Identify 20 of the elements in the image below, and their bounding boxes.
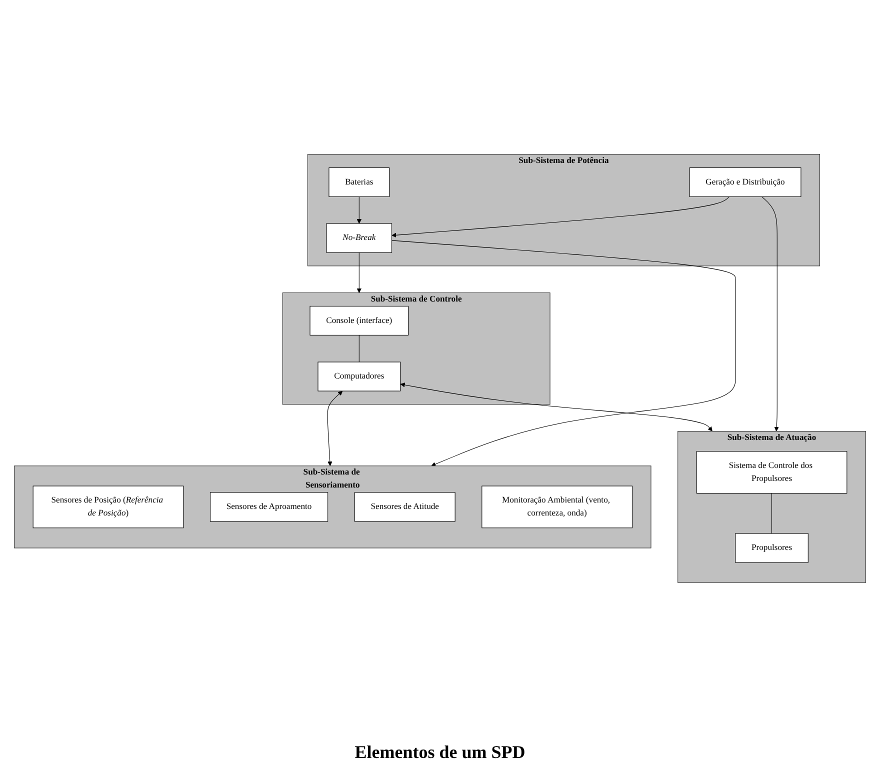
node-box: Monitoração Ambiental (vento, correnteza, onda): [482, 485, 632, 528]
node-box: Sensores de Posição (Referência de Posição): [32, 485, 184, 528]
arrow: [356, 196, 362, 224]
node-box: Computadores: [318, 361, 401, 391]
node-box: Propulsores: [735, 532, 808, 562]
arrow: [392, 196, 730, 238]
arrow: [392, 240, 736, 466]
node-box: No-Break: [326, 222, 392, 252]
arrow: [327, 390, 343, 466]
arrow: [400, 382, 712, 431]
node-box: Sensores de Aproamento: [210, 492, 328, 522]
node-box: Sensores de Atitude: [354, 492, 456, 522]
arrow: [356, 252, 362, 293]
node-box: Sistema de Controle dos Propulsores: [696, 450, 848, 494]
node-box: Geração e Distribuição: [689, 166, 802, 196]
node-box: Console (interface): [310, 305, 409, 335]
caption: Elementos de um SPD: [354, 742, 526, 763]
node-box: Baterias: [328, 166, 390, 196]
arrow: [762, 196, 779, 431]
connector: [358, 334, 360, 362]
